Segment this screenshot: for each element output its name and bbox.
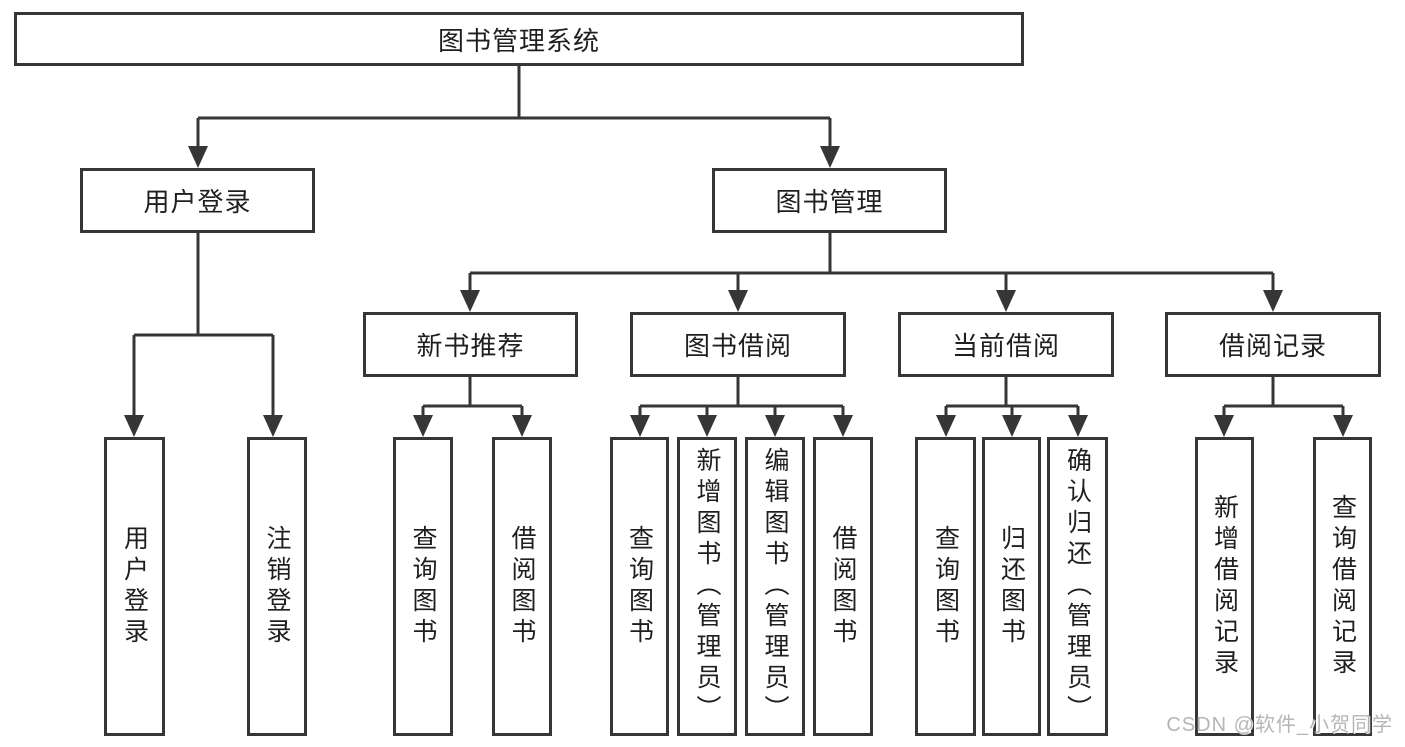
node-root: 图书管理系统	[14, 12, 1024, 66]
leaf-borrow-books-2-label: 借阅图书	[829, 524, 857, 649]
leaf-edit-book-admin-label: 编辑图书（管理员）	[761, 447, 789, 726]
leaf-query-books-1: 查询图书	[393, 437, 453, 736]
leaf-borrow-books-1: 借阅图书	[492, 437, 552, 736]
leaf-add-book-admin: 新增图书（管理员）	[677, 437, 737, 736]
leaf-query-borrow-record: 查询借阅记录	[1313, 437, 1372, 736]
leaf-return-book-label: 归还图书	[997, 524, 1026, 649]
connector-book-borrow-children	[630, 377, 853, 437]
node-user-login: 用户登录	[80, 168, 315, 233]
connector-current-borrow-children	[936, 377, 1088, 437]
leaf-return-book: 归还图书	[982, 437, 1041, 736]
leaf-query-books-2: 查询图书	[610, 437, 669, 736]
leaf-borrow-books-2: 借阅图书	[813, 437, 873, 736]
leaf-edit-book-admin: 编辑图书（管理员）	[745, 437, 805, 736]
leaf-query-borrow-record-label: 查询借阅记录	[1328, 493, 1357, 680]
leaf-query-books-3-label: 查询图书	[931, 524, 960, 649]
leaf-user-login: 用户登录	[104, 437, 165, 736]
leaf-query-books-1-label: 查询图书	[409, 524, 437, 649]
leaf-query-books-2-label: 查询图书	[625, 524, 654, 649]
node-new-book-recommend: 新书推荐	[363, 312, 578, 377]
node-user-login-label: 用户登录	[143, 187, 252, 217]
leaf-logout: 注销登录	[247, 437, 307, 736]
leaf-user-login-label: 用户登录	[120, 524, 149, 649]
leaf-confirm-return-admin-label: 确认归还（管理员）	[1063, 447, 1092, 726]
leaf-add-borrow-record-label: 新增借阅记录	[1210, 493, 1239, 680]
node-current-borrow-label: 当前借阅	[951, 331, 1060, 361]
node-borrow-records: 借阅记录	[1165, 312, 1381, 377]
node-new-book-recommend-label: 新书推荐	[416, 331, 525, 361]
leaf-add-book-admin-label: 新增图书（管理员）	[693, 447, 721, 726]
watermark-text: CSDN @软件_小贺同学	[1166, 714, 1393, 736]
connector-book-management-level3	[460, 233, 1283, 312]
node-book-borrow-label: 图书借阅	[683, 331, 792, 361]
leaf-borrow-books-1-label: 借阅图书	[508, 524, 536, 649]
leaf-confirm-return-admin: 确认归还（管理员）	[1047, 437, 1108, 736]
node-borrow-records-label: 借阅记录	[1218, 331, 1327, 361]
leaf-logout-label: 注销登录	[263, 524, 291, 649]
node-book-management-label: 图书管理	[775, 187, 884, 217]
connector-new-book-children	[413, 377, 532, 437]
connector-borrow-records-children	[1214, 377, 1353, 437]
leaf-query-books-3: 查询图书	[915, 437, 976, 736]
leaf-add-borrow-record: 新增借阅记录	[1195, 437, 1254, 736]
node-root-label: 图书管理系统	[437, 25, 600, 56]
connector-user-login-children	[124, 233, 283, 437]
node-current-borrow: 当前借阅	[898, 312, 1114, 377]
node-book-management: 图书管理	[712, 168, 947, 233]
node-book-borrow: 图书借阅	[630, 312, 846, 377]
connector-root-level2	[188, 66, 840, 168]
